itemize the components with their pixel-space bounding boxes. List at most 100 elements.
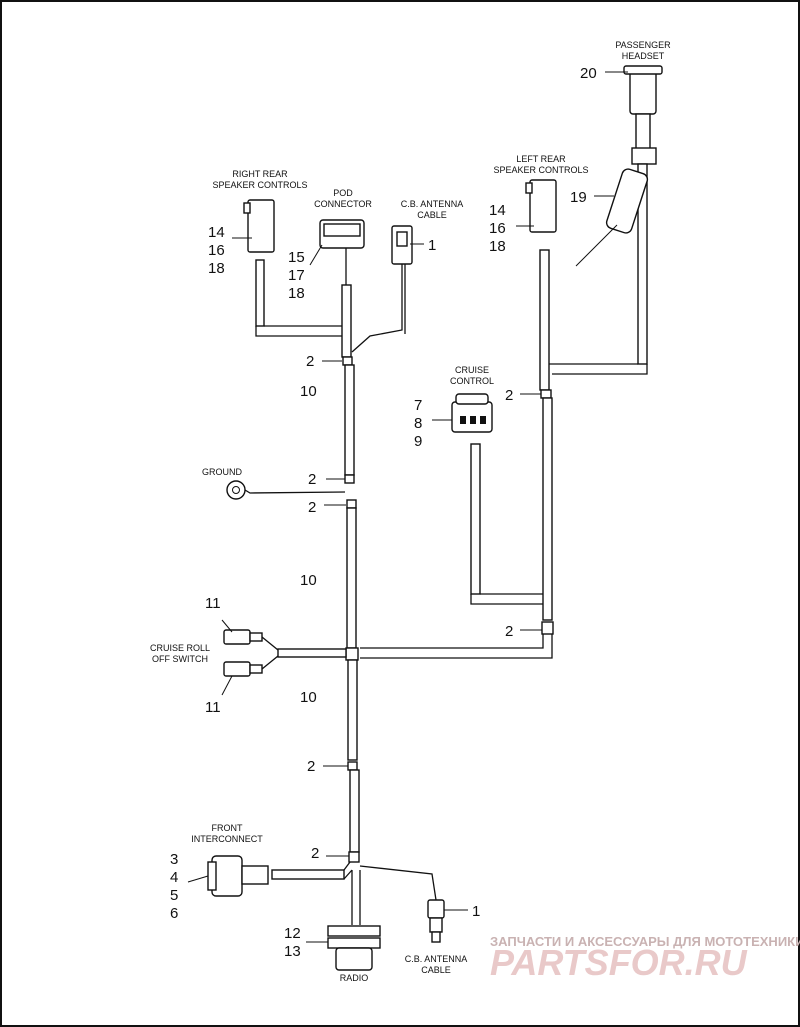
right-trunk bbox=[542, 397, 553, 621]
main-trunk bbox=[341, 284, 360, 863]
label-pod-1: POD bbox=[333, 188, 353, 198]
passenger-headset-branch bbox=[548, 65, 663, 375]
label-radio: RADIO bbox=[340, 973, 369, 983]
passenger-headset-socket bbox=[629, 67, 657, 115]
headset-wire bbox=[637, 163, 648, 365]
callout-2-a: 2 bbox=[306, 353, 314, 370]
label-cruise-control-1: CRUISE bbox=[455, 365, 489, 375]
label-front-interconnect-1: FRONT bbox=[212, 823, 243, 833]
front-interconnect-bend bbox=[343, 861, 353, 880]
cb-antenna-top-cable bbox=[351, 264, 406, 353]
callout-radio-12: 12 bbox=[284, 925, 301, 942]
right-rear-wire-bend bbox=[255, 325, 342, 337]
cb-antenna-top-plug-face bbox=[396, 231, 408, 247]
roll-off-wires bbox=[261, 636, 279, 670]
label-left-rear-1: LEFT REAR bbox=[516, 154, 566, 164]
right-rear-wire bbox=[255, 259, 265, 327]
label-passenger-headset-2: HEADSET bbox=[622, 51, 665, 61]
leader-pod bbox=[309, 244, 323, 266]
trunk-segment-4 bbox=[347, 659, 358, 761]
front-interconnect-branch bbox=[207, 855, 353, 897]
label-cruise-control-2: CONTROL bbox=[450, 376, 494, 386]
callout-19: 19 bbox=[570, 189, 587, 206]
label-ground: GROUND bbox=[202, 467, 242, 477]
cruise-control-branch bbox=[451, 393, 543, 605]
watermark-line-2: PARTSFOR.RU bbox=[490, 942, 748, 983]
radio-connector-body bbox=[335, 947, 373, 971]
left-rear-wire bbox=[539, 249, 550, 391]
trunk-clamp-3 bbox=[346, 499, 357, 509]
left-rear-speaker-branch bbox=[360, 179, 557, 659]
cb-antenna-bottom-tip bbox=[431, 931, 441, 943]
trunk-segment-2 bbox=[344, 364, 355, 476]
cruise-pin-3 bbox=[480, 416, 486, 424]
front-interconnect-face bbox=[207, 861, 217, 891]
callout-11-top: 11 bbox=[205, 595, 221, 612]
ground-branch bbox=[226, 480, 346, 500]
callout-10-c: 10 bbox=[300, 689, 317, 706]
cruise-wire-join bbox=[470, 593, 543, 605]
cruise-pin-1 bbox=[460, 416, 466, 424]
label-roll-off-1: CRUISE ROLL bbox=[150, 643, 210, 653]
label-pod-2: CONNECTOR bbox=[314, 199, 372, 209]
callout-10-a: 10 bbox=[300, 383, 317, 400]
left-rear-clamp bbox=[540, 389, 552, 399]
radio-wire bbox=[351, 870, 361, 925]
callout-lr-18: 18 bbox=[489, 238, 506, 255]
front-interconnect-wire bbox=[271, 869, 345, 880]
radio-clamp-bottom bbox=[327, 937, 381, 949]
label-cb-bottom-1: C.B. ANTENNA bbox=[405, 954, 468, 964]
callout-lr-14: 14 bbox=[489, 202, 506, 219]
headset-neck bbox=[635, 113, 651, 151]
callout-2-e: 2 bbox=[311, 845, 319, 862]
callout-fi-5: 5 bbox=[170, 887, 178, 904]
label-right-rear-1: RIGHT REAR bbox=[232, 169, 288, 179]
callout-cb-bottom-1: 1 bbox=[472, 903, 480, 920]
pod-connector-face bbox=[323, 223, 361, 237]
right-rear-speaker-branch bbox=[243, 199, 342, 337]
trunk-junction bbox=[345, 647, 359, 661]
in-line-connector-tail bbox=[575, 224, 618, 267]
roll-off-lower-boot bbox=[249, 664, 263, 674]
headset-clamp bbox=[631, 147, 657, 165]
trunk-segment-3 bbox=[346, 507, 357, 649]
watermark-line-1: ЗАПЧАСТИ И АКСЕССУАРЫ ДЛЯ МОТОТЕХНИКИ bbox=[490, 934, 800, 949]
cb-antenna-bottom-cable bbox=[359, 865, 437, 901]
label-left-rear-2: SPEAKER CONTROLS bbox=[493, 165, 588, 175]
trunk-clamp-4 bbox=[347, 761, 358, 771]
cb-antenna-bottom-plug bbox=[427, 899, 445, 919]
roll-off-upper-boot bbox=[249, 632, 263, 642]
callout-cc-7: 7 bbox=[414, 397, 422, 414]
roll-off-wire-trunk bbox=[277, 648, 347, 658]
callout-2-right-mid: 2 bbox=[505, 623, 513, 640]
radio-branch bbox=[327, 870, 381, 971]
cb-antenna-bottom-branch bbox=[359, 865, 445, 943]
leader-11-top bbox=[221, 619, 233, 633]
passenger-headset-cap bbox=[623, 65, 663, 75]
leader-lines bbox=[187, 71, 628, 943]
callout-cb-top-1: 1 bbox=[428, 237, 436, 254]
callout-pod-15: 15 bbox=[288, 249, 305, 266]
callout-pod-17: 17 bbox=[288, 267, 305, 284]
front-interconnect-boot bbox=[241, 865, 269, 885]
callout-lr-16: 16 bbox=[489, 220, 506, 237]
callout-rr-18: 18 bbox=[208, 260, 225, 277]
callout-fi-4: 4 bbox=[170, 869, 178, 886]
ground-wire bbox=[244, 489, 346, 494]
trunk-clamp-5 bbox=[348, 851, 360, 863]
trunk-clamp-1 bbox=[342, 356, 353, 366]
label-right-rear-2: SPEAKER CONTROLS bbox=[212, 180, 307, 190]
pod-connector-branch bbox=[319, 219, 365, 285]
label-cb-top-1: C.B. ANTENNA bbox=[401, 199, 464, 209]
right-rear-speaker-latch bbox=[243, 202, 251, 214]
cruise-pin-2 bbox=[470, 416, 476, 424]
trunk-clamp-2 bbox=[344, 474, 355, 484]
callout-radio-13: 13 bbox=[284, 943, 301, 960]
callout-2-right-top: 2 bbox=[505, 387, 513, 404]
cruise-control-latch bbox=[455, 393, 489, 405]
left-rear-speaker-connector bbox=[529, 179, 557, 233]
cb-antenna-top-branch bbox=[351, 225, 413, 353]
